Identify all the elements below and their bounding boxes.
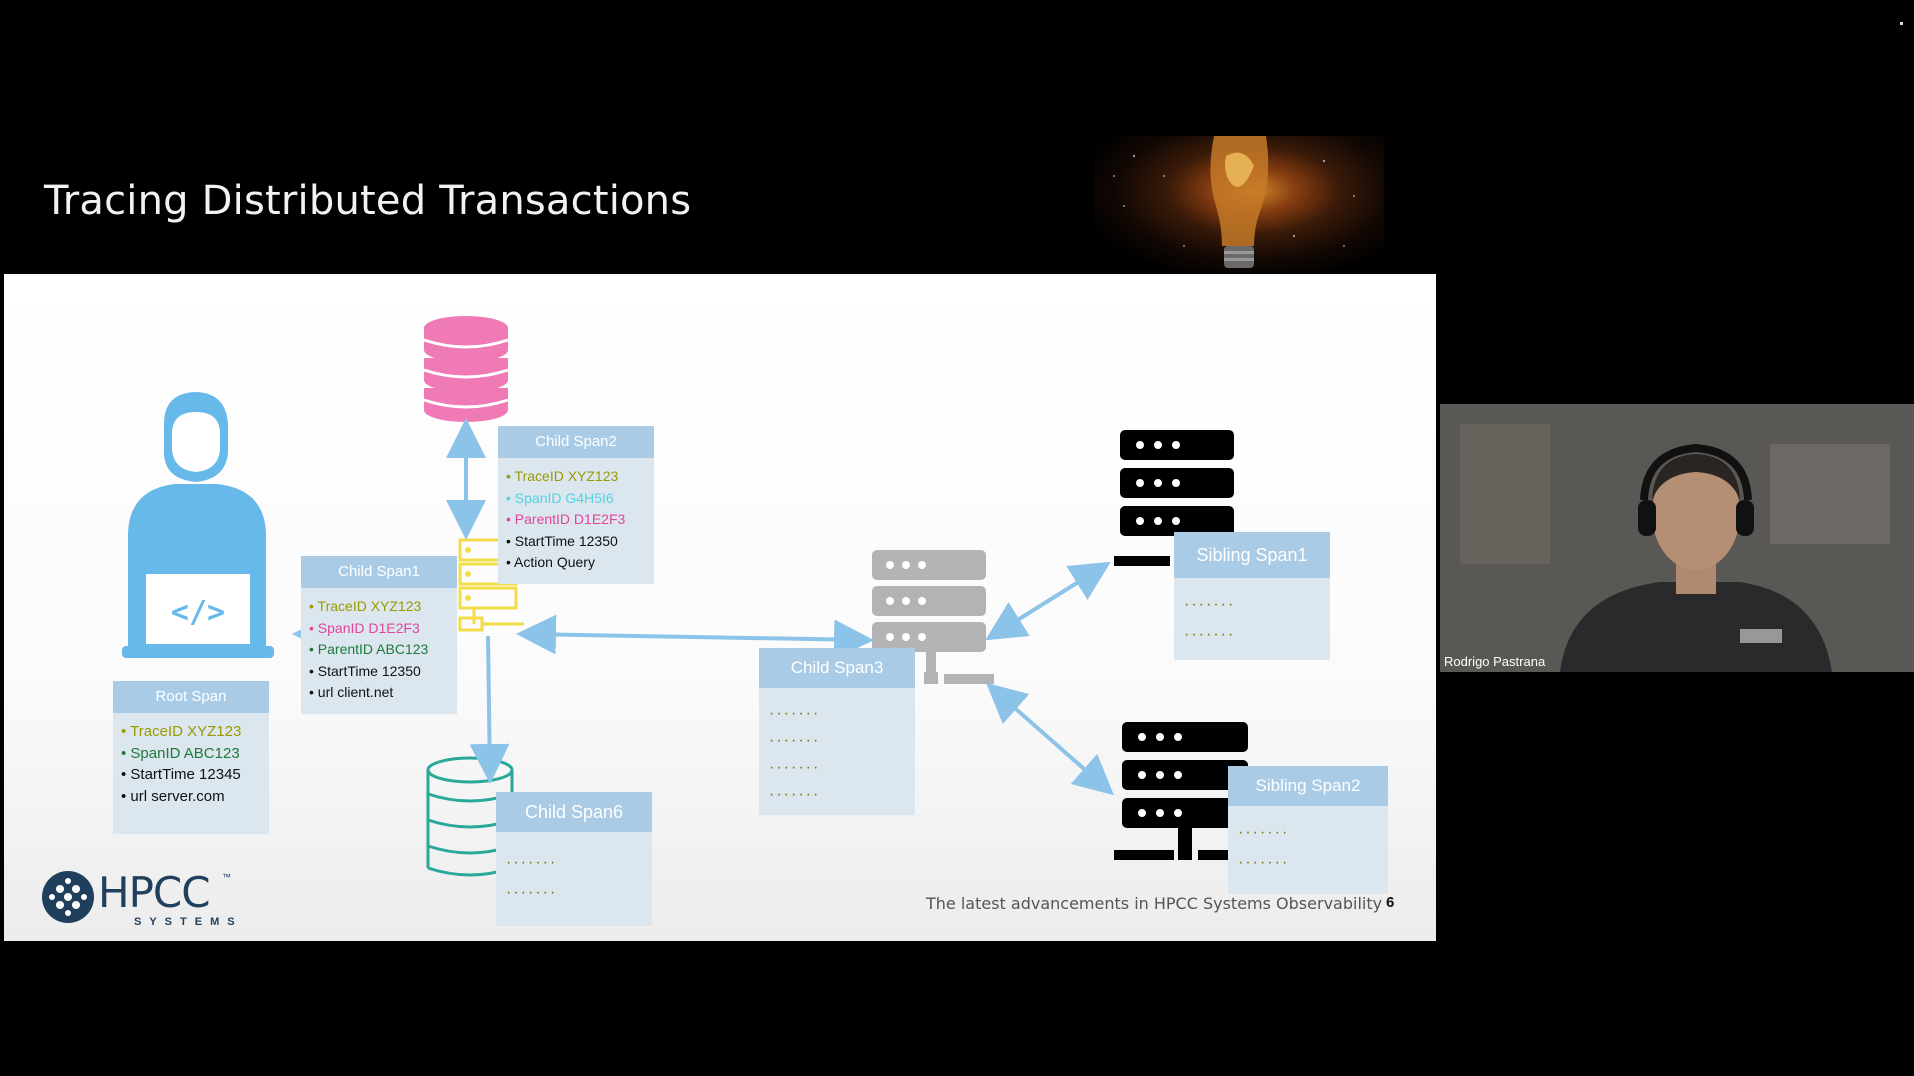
- child-span1-title: Child Span1: [301, 556, 457, 588]
- child-span1-url: url client.net: [309, 682, 457, 704]
- root-span-url: url server.com: [121, 786, 269, 808]
- slide-canvas: </>: [4, 274, 1436, 941]
- server-black-bottom-icon: [1114, 722, 1248, 860]
- diagram-graphics: </>: [122, 316, 1248, 877]
- sibling-span1-item: ·······: [1184, 596, 1236, 613]
- sibling-span2-card: Sibling Span2 ······· ·······: [1228, 766, 1388, 894]
- child-span2-card: Child Span2 TraceID XYZ123 SpanID G4H5I6…: [498, 426, 654, 584]
- child-span1-card: Child Span1 TraceID XYZ123 SpanID D1E2F3…: [301, 556, 457, 714]
- child-span2-title: Child Span2: [498, 426, 654, 458]
- child-span3-item: ·······: [769, 759, 821, 776]
- presenter-video[interactable]: [1440, 404, 1914, 672]
- child-span6-item: ·······: [506, 884, 558, 901]
- child-span6-card: Child Span6 ······· ·······: [496, 792, 652, 926]
- logo-tagline: SYSTEMS: [134, 916, 243, 928]
- root-span-traceid: TraceID XYZ123: [121, 721, 269, 743]
- presenter-name-label: Rodrigo Pastrana: [1444, 654, 1546, 669]
- child-span1-starttime: StartTime 12350: [309, 661, 457, 683]
- developer-icon: </>: [122, 392, 274, 658]
- child-span2-action: Action Query: [506, 552, 654, 574]
- server-black-top-icon: [1114, 430, 1234, 566]
- presenter-avatar: [1440, 404, 1914, 672]
- hpcc-systems-logo: HPCC ™ SYSTEMS: [40, 866, 240, 937]
- root-span-card: Root Span TraceID XYZ123 SpanID ABC123 S…: [113, 681, 269, 834]
- child-span1-spanid: SpanID D1E2F3: [309, 618, 457, 640]
- sibling-span2-title: Sibling Span2: [1228, 766, 1388, 806]
- slide-footer: The latest advancements in HPCC Systems …: [926, 894, 1383, 913]
- logo-trademark: ™: [222, 872, 231, 882]
- child-span3-title: Child Span3: [759, 648, 915, 688]
- child-span3-item: ·······: [769, 705, 821, 722]
- child-span2-spanid: SpanID G4H5I6: [506, 488, 654, 510]
- corner-indicator: [1900, 22, 1903, 25]
- child-span3-item: ·······: [769, 732, 821, 749]
- child-span2-parentid: ParentID D1E2F3: [506, 509, 654, 531]
- child-span1-parentid: ParentID ABC123: [309, 639, 457, 661]
- child-span3-item: ·······: [769, 786, 821, 803]
- slide-page-number: 6: [1386, 894, 1395, 911]
- child-span6-title: Child Span6: [496, 792, 652, 832]
- child-span3-card: Child Span3 ······· ······· ······· ····…: [759, 648, 915, 815]
- svg-text:</>: </>: [171, 595, 225, 630]
- server-yellow-icon: [458, 538, 524, 632]
- child-span2-starttime: StartTime 12350: [506, 531, 654, 553]
- child-span1-traceid: TraceID XYZ123: [309, 596, 457, 618]
- flow-arrows: [292, 418, 1115, 796]
- root-span-starttime: StartTime 12345: [121, 764, 269, 786]
- lightbulb-image: [1094, 136, 1384, 272]
- child-span6-item: ·······: [506, 854, 558, 871]
- sibling-span1-title: Sibling Span1: [1174, 532, 1330, 578]
- logo-name: HPCC: [98, 868, 211, 917]
- server-grey-icon: [872, 550, 994, 684]
- sibling-span1-card: Sibling Span1 ······· ·······: [1174, 532, 1330, 660]
- child-span2-traceid: TraceID XYZ123: [506, 466, 654, 488]
- sibling-span2-item: ·······: [1238, 824, 1290, 841]
- database-pink-icon: [423, 316, 509, 422]
- sibling-span1-item: ·······: [1184, 626, 1236, 643]
- slide-title: Tracing Distributed Transactions: [44, 178, 692, 224]
- sibling-span2-item: ·······: [1238, 854, 1290, 871]
- root-span-title: Root Span: [113, 681, 269, 713]
- root-span-spanid: SpanID ABC123: [121, 743, 269, 765]
